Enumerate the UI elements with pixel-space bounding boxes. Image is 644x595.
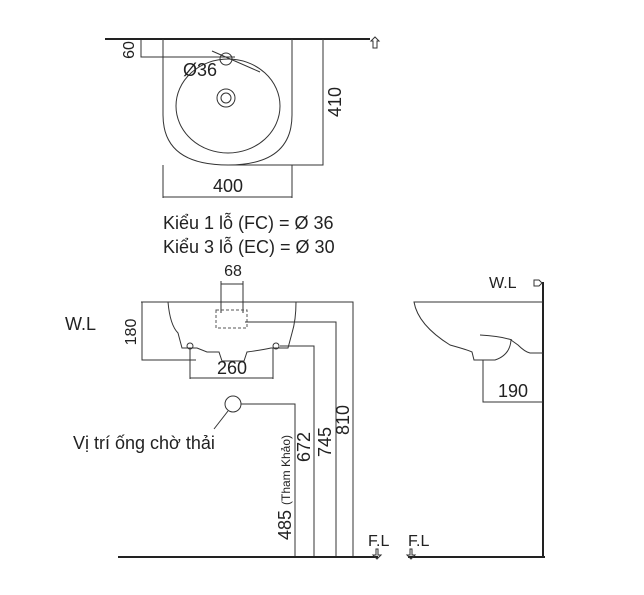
dim-260-label: 260	[217, 358, 247, 378]
note-line-2: Kiểu 3 lỗ (EC) = Ø 30	[163, 236, 335, 257]
dim-190-line	[482, 360, 543, 403]
dim-672-label: 672	[294, 432, 314, 462]
dim-810-line	[296, 301, 354, 557]
dim-260-line	[189, 348, 274, 379]
drain-hole	[216, 88, 236, 108]
top-view: 60 Ø36 410 400	[105, 36, 381, 198]
bracket-right	[272, 342, 280, 350]
basin-front-outline	[167, 301, 297, 362]
dim-68-label: 68	[224, 263, 242, 280]
dim-810-label: 810	[333, 405, 353, 435]
dim-485-label: 485	[275, 510, 295, 540]
dim-672-line	[280, 345, 315, 557]
tap-hole-leader	[211, 50, 261, 73]
drain-hole-inner	[220, 92, 232, 104]
dim-410-line	[228, 39, 324, 166]
dim-745-line	[245, 321, 337, 557]
dim-410-label: 410	[325, 87, 345, 117]
dim-745-label: 745	[315, 427, 335, 457]
wl-label-side: W.L	[489, 275, 517, 292]
wall-arrow-icon	[369, 36, 381, 49]
floor-arrow-icon	[371, 548, 383, 560]
front-view: 68 W.L 180 260 Vị trí ống chờ thải 485 (…	[65, 263, 389, 560]
side-view: W.L 190 F.L	[405, 275, 545, 560]
dim-diameter-label: Ø36	[183, 60, 217, 80]
dim-400-label: 400	[213, 176, 243, 196]
tap-hidden-outline	[215, 309, 248, 329]
waste-pipe-leader	[213, 410, 229, 430]
basin-side-inner	[479, 334, 513, 341]
basin-bowl	[175, 58, 281, 154]
dim-400-line	[162, 165, 293, 198]
tap-hole	[219, 52, 233, 66]
dim-190-label: 190	[498, 381, 528, 401]
fl-label-side: F.L	[408, 533, 429, 550]
dim-485-note: (Tham Khảo)	[279, 435, 293, 505]
floor-arrow-icon	[405, 548, 417, 560]
dim-68-line	[220, 281, 244, 313]
waste-pipe-circle	[224, 395, 242, 413]
wl-label-front: W.L	[65, 314, 96, 334]
dim-60-line	[140, 40, 235, 58]
dim-180-line	[141, 302, 196, 361]
wl-arrow-icon	[533, 279, 543, 287]
dim-485-line	[241, 403, 296, 557]
basin-side-profile	[413, 301, 543, 361]
fl-label-front: F.L	[368, 533, 389, 550]
dim-180-label: 180	[123, 319, 140, 346]
drain-position-label: Vị trí ống chờ thải	[73, 433, 215, 453]
dim-60-label: 60	[121, 41, 138, 59]
note-line-1: Kiểu 1 lỗ (FC) = Ø 36	[163, 212, 334, 233]
